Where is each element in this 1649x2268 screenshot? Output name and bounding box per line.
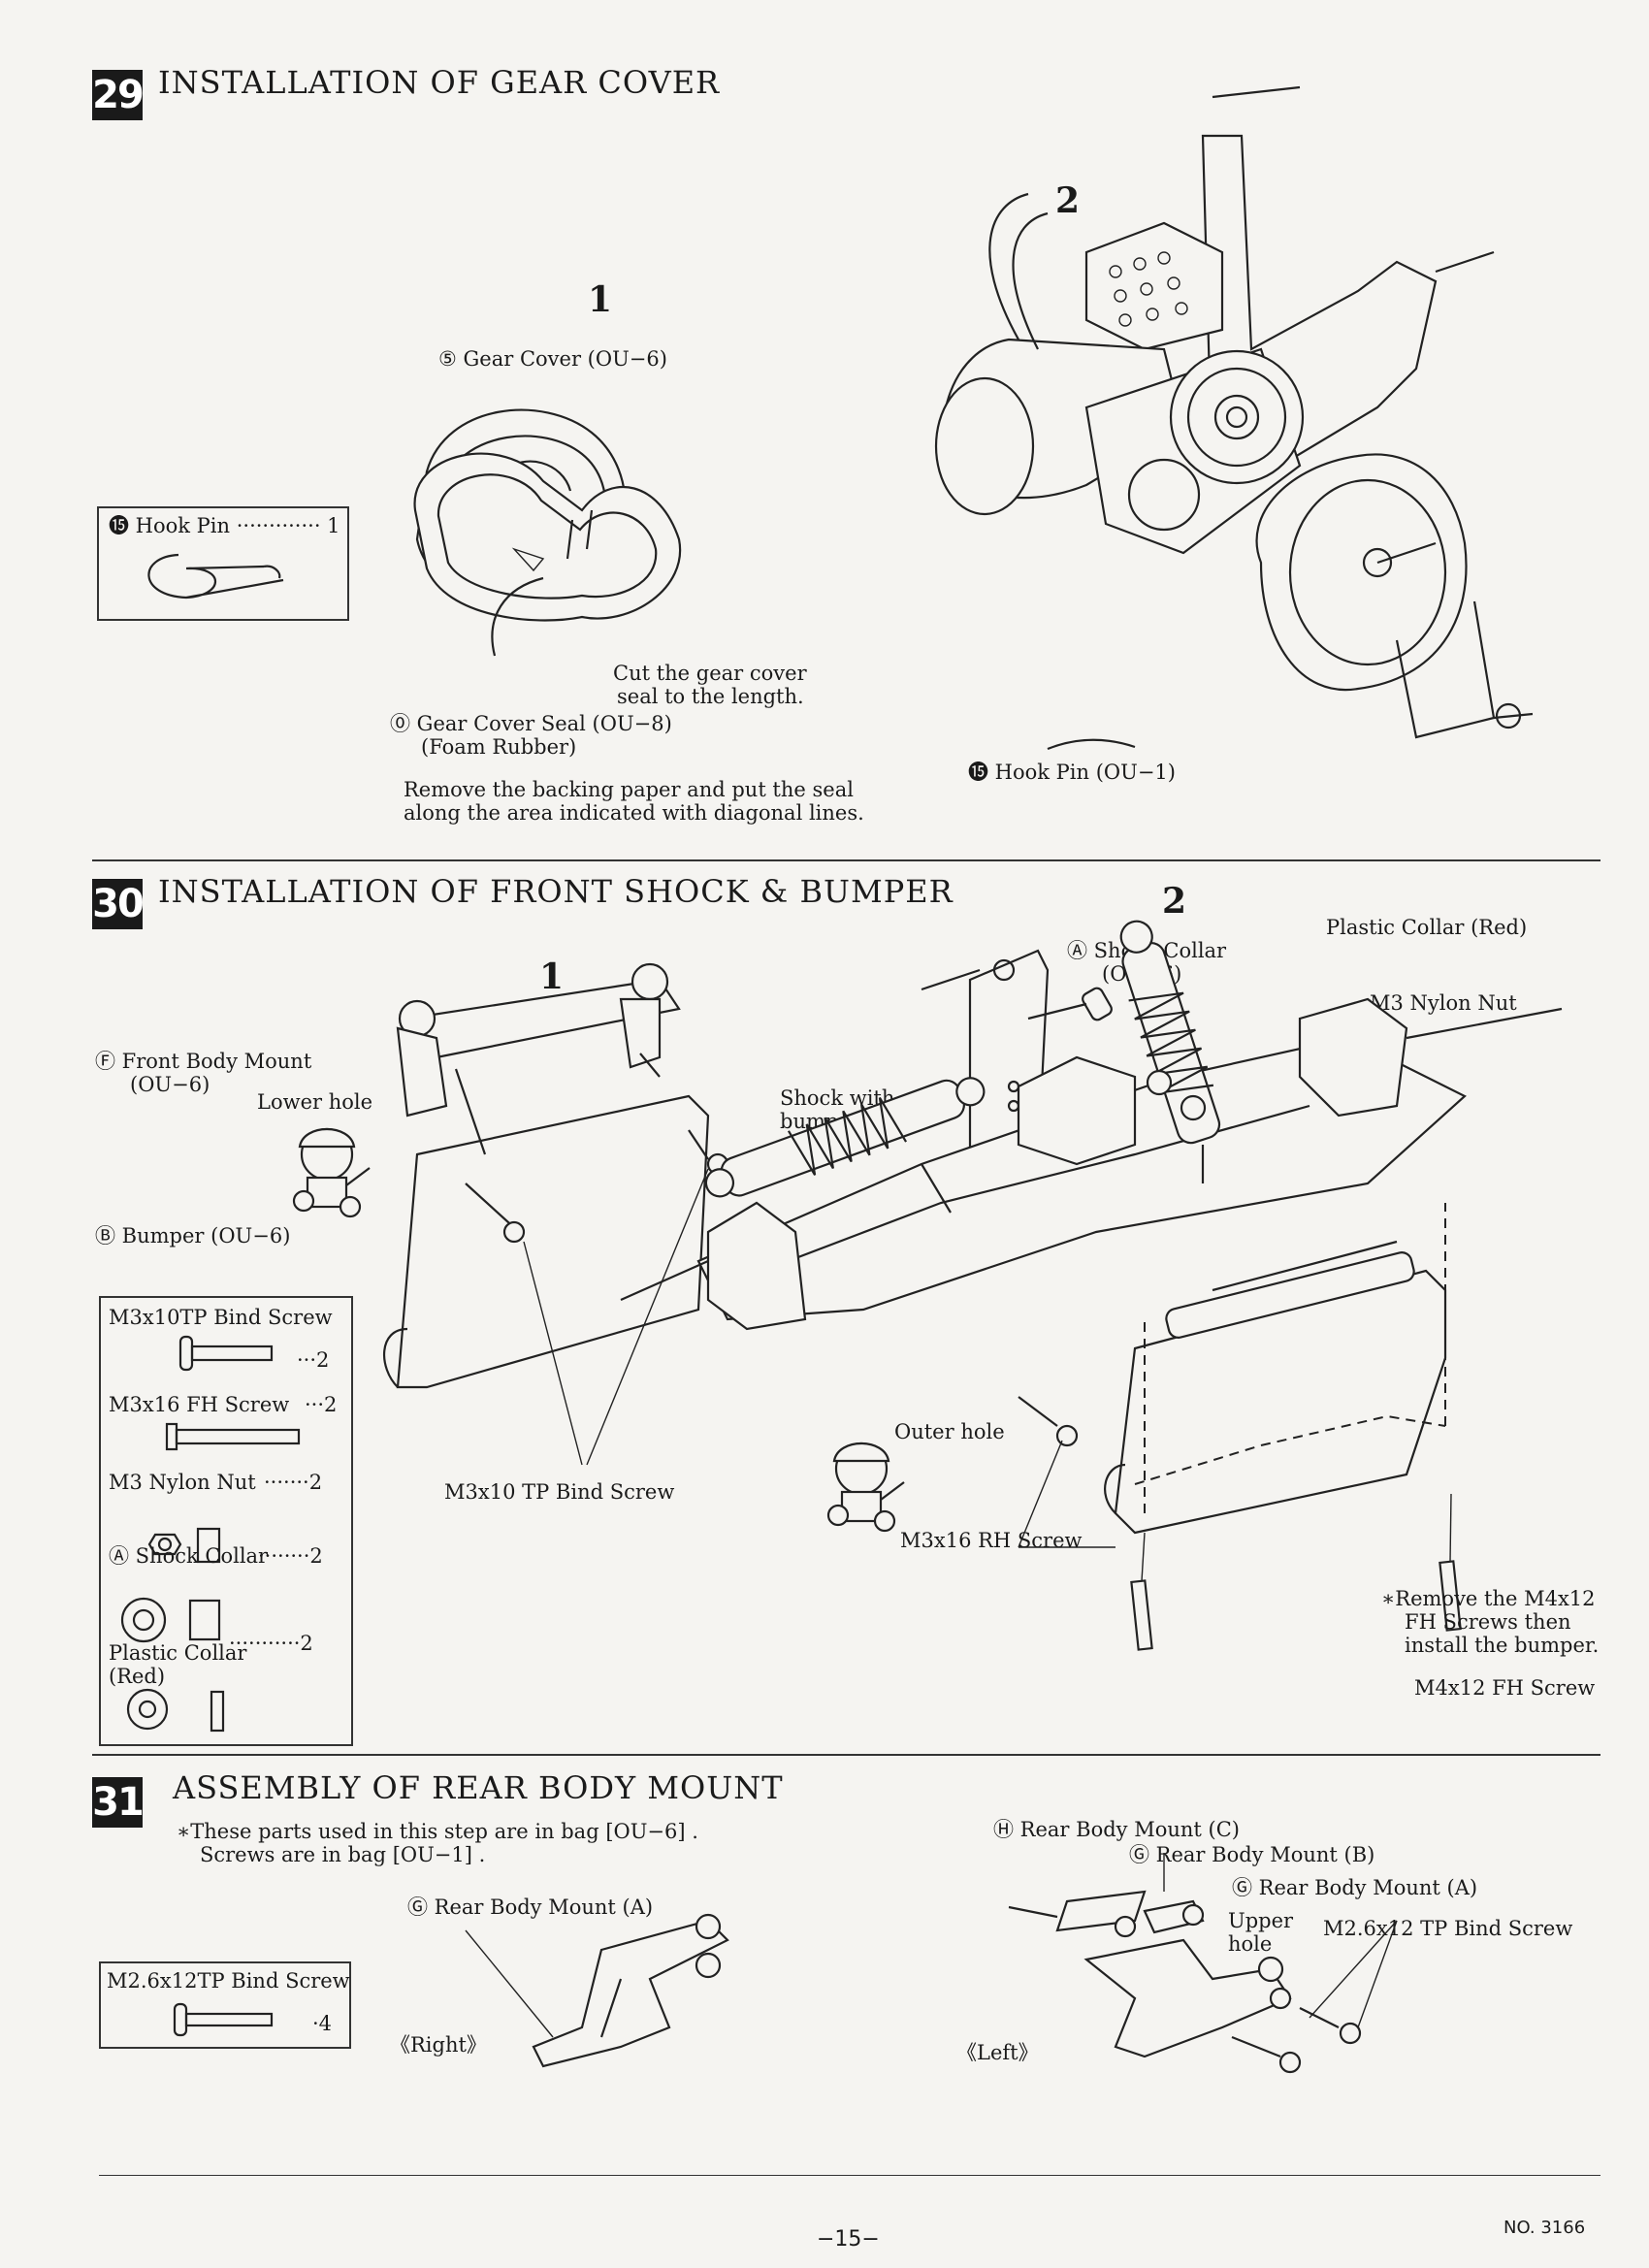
remove-note-line-3: install the bumper. xyxy=(1405,1634,1600,1657)
right-label: 《Right》 xyxy=(390,2033,487,2057)
part-shock-collar: Ⓐ Shock Collar xyxy=(109,1544,269,1568)
manual-code: NO. 3166 xyxy=(1504,2218,1586,2238)
bag-note-line-1: ∗These parts used in this step are in ba… xyxy=(177,1820,698,1843)
divider-30-31 xyxy=(92,1754,1600,1756)
bag-note-line-2: Screws are in bag [OU−1] . xyxy=(200,1843,486,1866)
front-body-mount-line-2: (OU−6) xyxy=(130,1073,210,1096)
step-31-title: ASSEMBLY OF REAR BODY MOUNT xyxy=(173,1769,784,1806)
part-m3x10tp-qty: ···2 xyxy=(297,1348,330,1372)
plastic-collar-red-label: Plastic Collar (Red) xyxy=(1326,916,1528,939)
step-30-parts-box: M3x10TP Bind Screw ···2 M3x16 FH Screw ·… xyxy=(99,1296,353,1746)
bind-screw-label: M3x10 TP Bind Screw xyxy=(444,1480,675,1504)
step-29-sub-2: 2 xyxy=(1055,180,1081,221)
step-30-sub-1: 1 xyxy=(539,956,565,997)
part-m3x10tp: M3x10TP Bind Screw xyxy=(109,1306,333,1329)
rear-body-mount-b-label: Ⓖ Rear Body Mount (B) xyxy=(1129,1843,1375,1866)
upper-hole-label: Upper hole xyxy=(1228,1909,1293,1956)
step-29-number: 29 xyxy=(92,70,145,120)
page-number: −15− xyxy=(817,2227,880,2252)
m2-6x12tp-qty: ·4 xyxy=(312,2012,333,2035)
front-body-mount-bumper-illustration xyxy=(383,962,729,1466)
bag-note: ∗These parts used in this step are in ba… xyxy=(177,1820,698,1866)
seal-label-line-2: (Foam Rubber) xyxy=(421,735,577,759)
step-29-title: INSTALLATION OF GEAR COVER xyxy=(158,64,721,101)
step-31-number: 31 xyxy=(92,1777,145,1828)
remove-m4x12-note: ∗Remove the M4x12 FH Screws then install… xyxy=(1381,1587,1599,1657)
mascot-icon-2 xyxy=(826,1442,905,1533)
part-plastic-collar-qty: ···········2 xyxy=(229,1632,313,1655)
footer-rule xyxy=(99,2175,1600,2176)
part-shock-collar-qty: ········2 xyxy=(258,1544,323,1568)
rear-body-mount-a-left-label: Ⓖ Rear Body Mount (A) xyxy=(1232,1876,1478,1899)
part-m3-nylon-nut: M3 Nylon Nut xyxy=(109,1471,256,1494)
hook-pin-label: ⓯ Hook Pin (OU−1) xyxy=(968,761,1176,784)
step-31-parts-box: M2.6x12TP Bind Screw ·4 xyxy=(99,1961,351,2049)
step-30-sub-2: 2 xyxy=(1162,881,1187,922)
part-m3-nylon-nut-qty: ·······2 xyxy=(264,1471,323,1494)
rear-body-mount-c-label: Ⓗ Rear Body Mount (C) xyxy=(993,1818,1240,1841)
m4x12-fh-screw-label: M4x12 FH Screw xyxy=(1414,1676,1596,1700)
tp-bind-screw-icon xyxy=(173,2002,274,2037)
cut-note: Cut the gear cover seal to the length. xyxy=(613,662,807,708)
instruction-line-2: along the area indicated with diagonal l… xyxy=(404,801,864,825)
m3-nylon-nut-label: M3 Nylon Nut xyxy=(1370,991,1517,1015)
divider-29-30 xyxy=(92,859,1600,861)
lower-hole-label: Lower hole xyxy=(257,1090,373,1114)
m2-6x12tp-label: M2.6x12TP Bind Screw xyxy=(107,1969,350,1993)
rear-body-mount-left-illustration xyxy=(1008,1853,1398,2074)
hook-pin-parts-label: ⓯ Hook Pin ············· 1 xyxy=(109,514,340,537)
bumper-label: Ⓑ Bumper (OU−6) xyxy=(95,1224,291,1247)
upper-hole-line-2: hole xyxy=(1228,1932,1273,1956)
front-body-mount-label: Ⓕ Front Body Mount (OU−6) xyxy=(95,1050,311,1096)
part-m3x16fh: M3x16 FH Screw xyxy=(109,1393,290,1416)
front-chassis-illustration xyxy=(620,920,1563,1651)
step-29-sub-1: 1 xyxy=(588,279,613,320)
part-m3x16fh-qty: ···2 xyxy=(305,1393,338,1416)
instruction-line-1: Remove the backing paper and put the sea… xyxy=(404,778,854,801)
upper-hole-line-1: Upper xyxy=(1228,1909,1294,1932)
rear-body-mount-a-right-label: Ⓖ Rear Body Mount (A) xyxy=(407,1895,654,1919)
front-body-mount-line-1: Ⓕ Front Body Mount xyxy=(95,1050,312,1073)
seal-instruction: Remove the backing paper and put the sea… xyxy=(404,778,864,825)
gear-cover-seal-label: ⓪ Gear Cover Seal (OU−8) (Foam Rubber) xyxy=(390,712,672,759)
seal-label-line-1: ⓪ Gear Cover Seal (OU−8) xyxy=(390,712,672,735)
m3x16-rh-screw-label: M3x16 RH Screw xyxy=(900,1529,1083,1552)
bind-screw-icon xyxy=(120,1335,301,1733)
outer-hole-label: Outer hole xyxy=(894,1420,1005,1443)
gear-cover-label: ⑤ Gear Cover (OU−6) xyxy=(438,347,667,371)
remove-note-line-2: FH Screws then xyxy=(1405,1610,1571,1634)
hook-pin-parts-box: ⓯ Hook Pin ············· 1 xyxy=(97,506,349,621)
step-30-number: 30 xyxy=(92,879,145,929)
cut-note-line-1: Cut the gear cover xyxy=(613,662,807,685)
left-label: 《Left》 xyxy=(956,2041,1039,2064)
mascot-icon xyxy=(292,1127,371,1218)
cut-note-line-2: seal to the length. xyxy=(617,685,804,708)
part-plastic-collar-red: (Red) xyxy=(109,1665,166,1688)
gearbox-illustration xyxy=(934,85,1534,751)
m2-6x12-tp-bind-screw-label: M2.6x12 TP Bind Screw xyxy=(1323,1917,1573,1940)
gear-cover-illustration xyxy=(413,408,682,657)
hook-pin-icon xyxy=(147,553,284,599)
remove-note-line-1: ∗Remove the M4x12 xyxy=(1381,1587,1596,1610)
part-plastic-collar: Plastic Collar xyxy=(109,1641,247,1665)
rear-body-mount-right-illustration xyxy=(465,1913,729,2068)
step-30-title: INSTALLATION OF FRONT SHOCK & BUMPER xyxy=(158,873,954,910)
